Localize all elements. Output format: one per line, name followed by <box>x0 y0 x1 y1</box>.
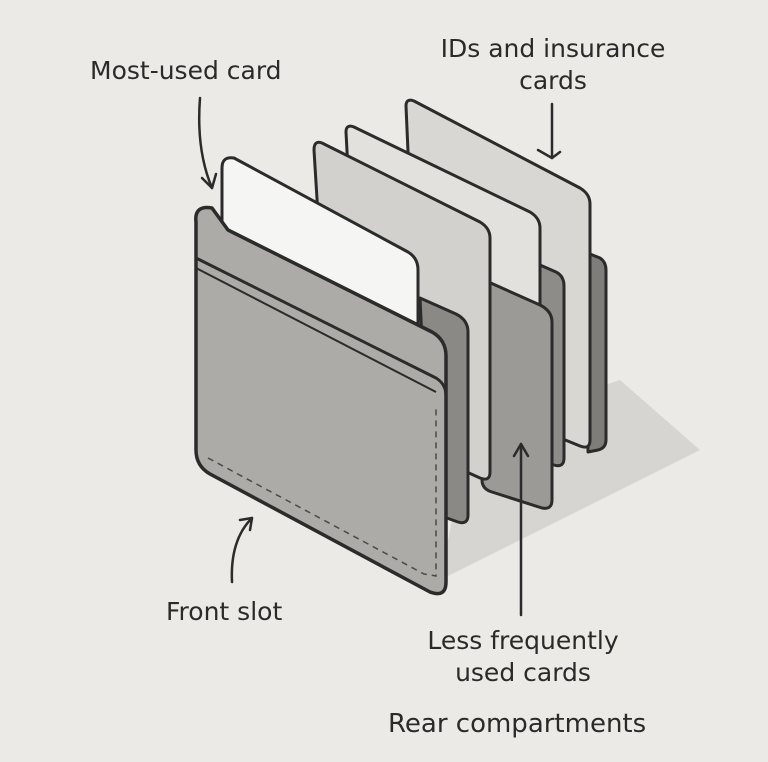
label-less-line2: used cards <box>455 658 591 687</box>
label-most-used-card: Most-used card <box>90 56 282 85</box>
label-ids-line2: cards <box>519 66 587 95</box>
label-less-frequent: Less frequently used cards <box>395 625 651 689</box>
front-wallet <box>194 205 448 596</box>
arrowhead-ids <box>536 148 562 160</box>
label-rear-compartments: Rear compartments <box>388 709 647 739</box>
arrow-front-slot <box>230 516 254 584</box>
arrowhead-less-frequent <box>512 442 530 458</box>
arrowhead-front-slot <box>238 516 254 532</box>
label-ids-insurance: IDs and insurance cards <box>418 33 688 97</box>
floor-shadow <box>440 380 700 580</box>
label-less-line1: Less frequently <box>427 626 619 655</box>
most-used-card <box>220 156 420 342</box>
rear-sleeve-2 <box>480 278 554 510</box>
label-ids-line1: IDs and insurance <box>440 34 666 63</box>
arrowhead-most-used <box>200 172 218 190</box>
arrow-most-used <box>197 96 214 190</box>
label-front-slot: Front slot <box>166 597 283 626</box>
